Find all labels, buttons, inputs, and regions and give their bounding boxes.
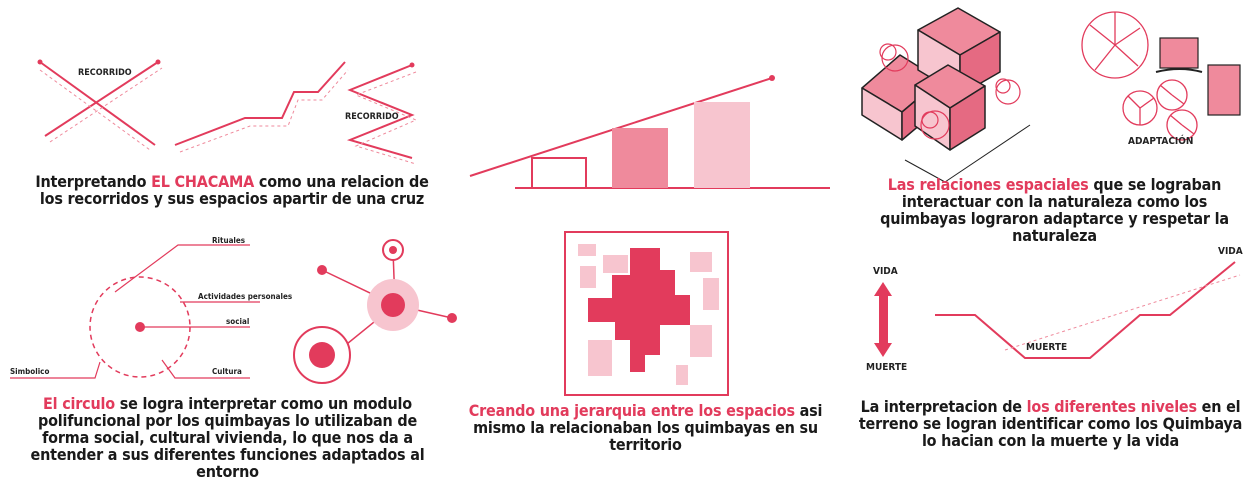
simbolico-label: Simbolico [10,367,50,376]
bar-medium [612,128,668,188]
caption-niveles-highlight: los diferentes niveles [1026,397,1197,416]
circle-diagram [10,244,260,379]
caption-relaciones: Las relaciones espaciales que se lograba… [857,176,1252,244]
vida-label-2: VIDA [1218,246,1243,257]
caption-chacama: Interpretando EL CHACAMA como una relaci… [22,173,442,207]
cultura-label: Cultura [212,367,242,376]
caption-niveles-post: en el terreno se logran identificar como… [858,397,1243,450]
caption-jerarquia: Creando una jerarquia entre los espacios… [448,402,843,453]
cross-diagram [37,59,163,151]
vida-label-1: VIDA [873,266,898,277]
zigzag-vertical [346,62,418,165]
muerte-label-1: MUERTE [866,362,908,373]
caption-circulo: El circulo se logra interpretar como un … [25,395,430,480]
caption-chacama-pre: Interpretando [35,172,152,191]
caption-circulo-post: se logra interpretar como un modulo poli… [30,394,425,481]
plan-hierarchy [564,231,729,396]
caption-jerarquia-post: asi mismo la relacionaban los quimbayas … [473,401,823,454]
caption-chacama-highlight: EL CHACAMA [151,172,255,191]
plan-rects [1155,37,1241,116]
caption-chacama-post: como una relacion de los recorridos y su… [39,172,429,208]
social-label: social [226,317,250,326]
actividades-label: Actividades personales [198,292,293,301]
rituales-label: Rituales [212,236,246,245]
plan-trees [1081,11,1198,141]
caption-jerarquia-highlight: Creando una jerarquia entre los espacios [468,401,795,420]
caption-relaciones-highlight: Las relaciones espaciales [887,175,1089,194]
recorrido-label-1: RECORRIDO [78,68,132,78]
bar-small [531,157,587,189]
caption-niveles: La interpretacion de los diferentes nive… [858,398,1243,449]
buildings-isometric [861,7,1031,183]
adaptacion-label: ADAPTACIÓN [1128,136,1194,147]
caption-circulo-highlight: El circulo [43,394,115,413]
hierarchy-bars [469,75,830,189]
node-diagram [293,239,457,384]
zigzag-path [174,61,349,153]
muerte-label-2: MUERTE [1026,342,1068,353]
recorrido-label-2: RECORRIDO [345,112,399,122]
terrain-profile [935,261,1241,359]
caption-relaciones-post: que se lograban interactuar con la natur… [880,175,1229,245]
bar-large [694,102,750,188]
vida-muerte-arrow [874,282,892,357]
caption-niveles-pre: La interpretacion de [860,397,1027,416]
tree-icons [879,43,1021,140]
